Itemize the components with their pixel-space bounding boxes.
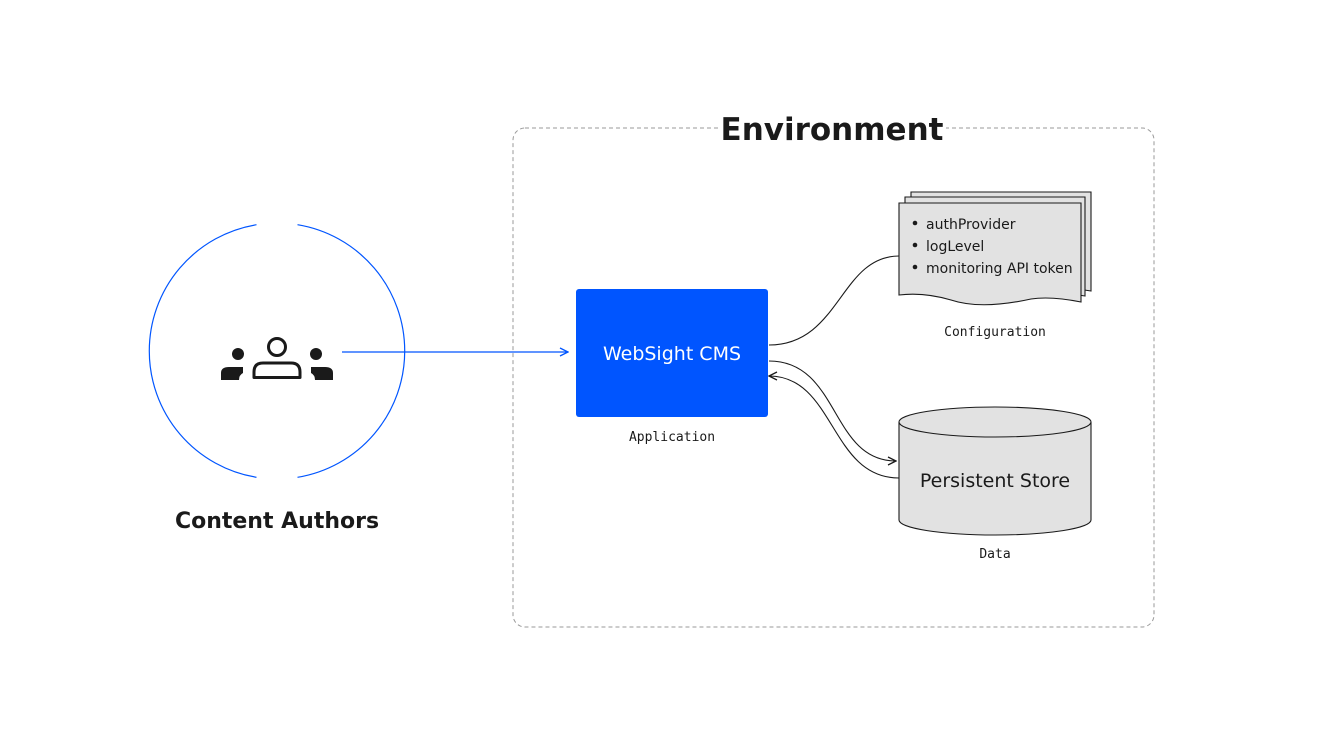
environment-title: Environment bbox=[721, 112, 944, 148]
application-caption: Application bbox=[629, 430, 715, 445]
data-caption: Data bbox=[979, 547, 1010, 562]
store-to-app-arrow bbox=[769, 376, 900, 479]
app-to-store-arrow bbox=[768, 360, 896, 461]
config-item-auth-provider: authProvider bbox=[926, 217, 1016, 233]
persistent-store-label: Persistent Store bbox=[920, 470, 1070, 492]
configuration-document-stack: authProvider logLevel monitoring API tok… bbox=[898, 191, 1092, 306]
environment-boundary: Environment bbox=[512, 112, 1155, 628]
websight-cms-label: WebSight CMS bbox=[603, 343, 741, 365]
users-group-icon bbox=[221, 337, 333, 380]
config-item-log-level: logLevel bbox=[926, 239, 984, 255]
authors-circle bbox=[148, 224, 406, 478]
configuration-caption: Configuration bbox=[944, 325, 1046, 340]
persistent-store-cylinder[interactable]: Persistent Store bbox=[898, 406, 1092, 536]
content-authors-label: Content Authors bbox=[175, 509, 379, 534]
websight-cms-node[interactable]: WebSight CMS bbox=[576, 289, 768, 417]
app-to-config-connector bbox=[768, 255, 900, 346]
config-item-monitoring-token: monitoring API token bbox=[926, 261, 1073, 277]
